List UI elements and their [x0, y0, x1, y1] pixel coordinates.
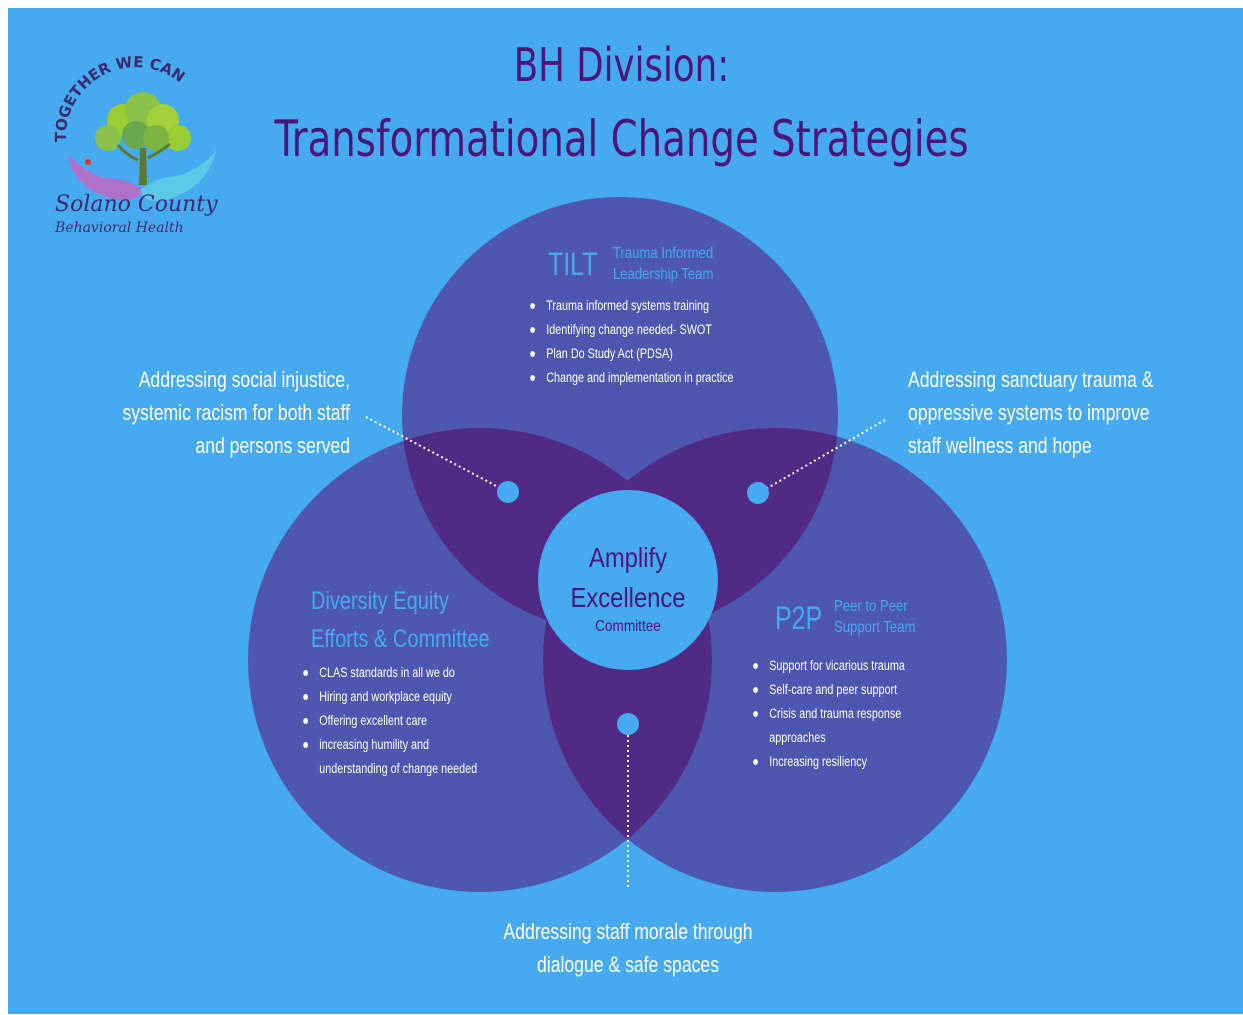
right-callout-line-1: Addressing sanctuary trauma & [908, 367, 1154, 392]
bottom-callout: Addressing staff morale through dialogue… [428, 915, 828, 981]
p2p-abbr: P2P [775, 600, 823, 636]
list-item: Hiring and workplace equity [300, 685, 486, 709]
list-item: Identifying change needed- SWOT [527, 318, 767, 342]
right-hand-icon [140, 150, 216, 202]
center-circle [538, 490, 718, 670]
list-item: increasing humility and understanding of… [300, 733, 486, 781]
list-item: Increasing resiliency [750, 750, 936, 774]
logo-name: Solano County [55, 192, 218, 217]
left-callout-line-2: systemic racism for both staff [122, 400, 350, 425]
title-line-1: BH Division: [513, 38, 730, 92]
center-label: Amplify Excellence Committee [538, 538, 718, 636]
center-line-3: Committee [595, 618, 661, 635]
tilt-heading: TILT [548, 246, 597, 283]
left-hand-icon [68, 155, 143, 201]
diversity-heading: Diversity Equity Efforts & Committee [311, 582, 490, 658]
list-item: Crisis and trauma response approaches [750, 702, 936, 750]
p2p-heading: P2P [775, 600, 822, 637]
p2p-name-line-2: Support Team [834, 619, 916, 636]
list-item: Change and implementation in practice [527, 366, 767, 390]
tilt-list: Trauma informed systems training Identif… [527, 294, 767, 390]
logo-subname: Behavioral Health [55, 220, 184, 236]
list-item: Self-care and peer support [750, 678, 936, 702]
diversity-list: CLAS standards in all we do Hiring and w… [300, 661, 486, 781]
p2p-name-line-1: Peer to Peer [834, 598, 908, 615]
p2p-list: Support for vicarious trauma Self-care a… [750, 654, 936, 774]
list-item: Offering excellent care [300, 709, 486, 733]
left-callout-line-3: and persons served [195, 433, 350, 458]
tilt-name: Trauma Informed Leadership Team [613, 243, 713, 285]
list-item: Trauma informed systems training [527, 294, 767, 318]
left-overlap-dot [497, 481, 519, 503]
right-callout-line-2: oppressive systems to improve [908, 400, 1150, 425]
left-callout-line-1: Addressing social injustice, [138, 367, 350, 392]
bottom-callout-line-1: Addressing staff morale through [503, 919, 753, 944]
left-callout: Addressing social injustice, systemic ra… [40, 363, 350, 462]
center-line-2: Excellence [570, 582, 686, 613]
tilt-name-line-2: Leadership Team [613, 266, 714, 283]
right-callout-line-3: staff wellness and hope [908, 433, 1092, 458]
diversity-line-2: Efforts & Committee [311, 625, 490, 653]
heart-dot-icon [85, 159, 91, 165]
list-item: Support for vicarious trauma [750, 654, 936, 678]
p2p-name: Peer to Peer Support Team [834, 596, 915, 638]
tree-icon [95, 92, 191, 185]
tilt-name-line-1: Trauma Informed [613, 245, 714, 262]
bottom-callout-line-2: dialogue & safe spaces [537, 952, 719, 977]
title-line-2: Transformational Change Strategies [274, 110, 969, 168]
right-connector [763, 419, 886, 491]
solano-logo: TOGETHER WE CAN [52, 53, 216, 202]
center-line-1: Amplify [588, 542, 668, 573]
bottom-overlap-dot [617, 713, 639, 735]
right-overlap-dot [747, 482, 769, 504]
right-callout: Addressing sanctuary trauma & oppressive… [908, 363, 1238, 462]
tilt-abbr: TILT [548, 246, 598, 282]
list-item: CLAS standards in all we do [300, 661, 486, 685]
left-connector [365, 416, 501, 489]
diversity-line-1: Diversity Equity [311, 587, 449, 615]
list-item: Plan Do Study Act (PDSA) [527, 342, 767, 366]
